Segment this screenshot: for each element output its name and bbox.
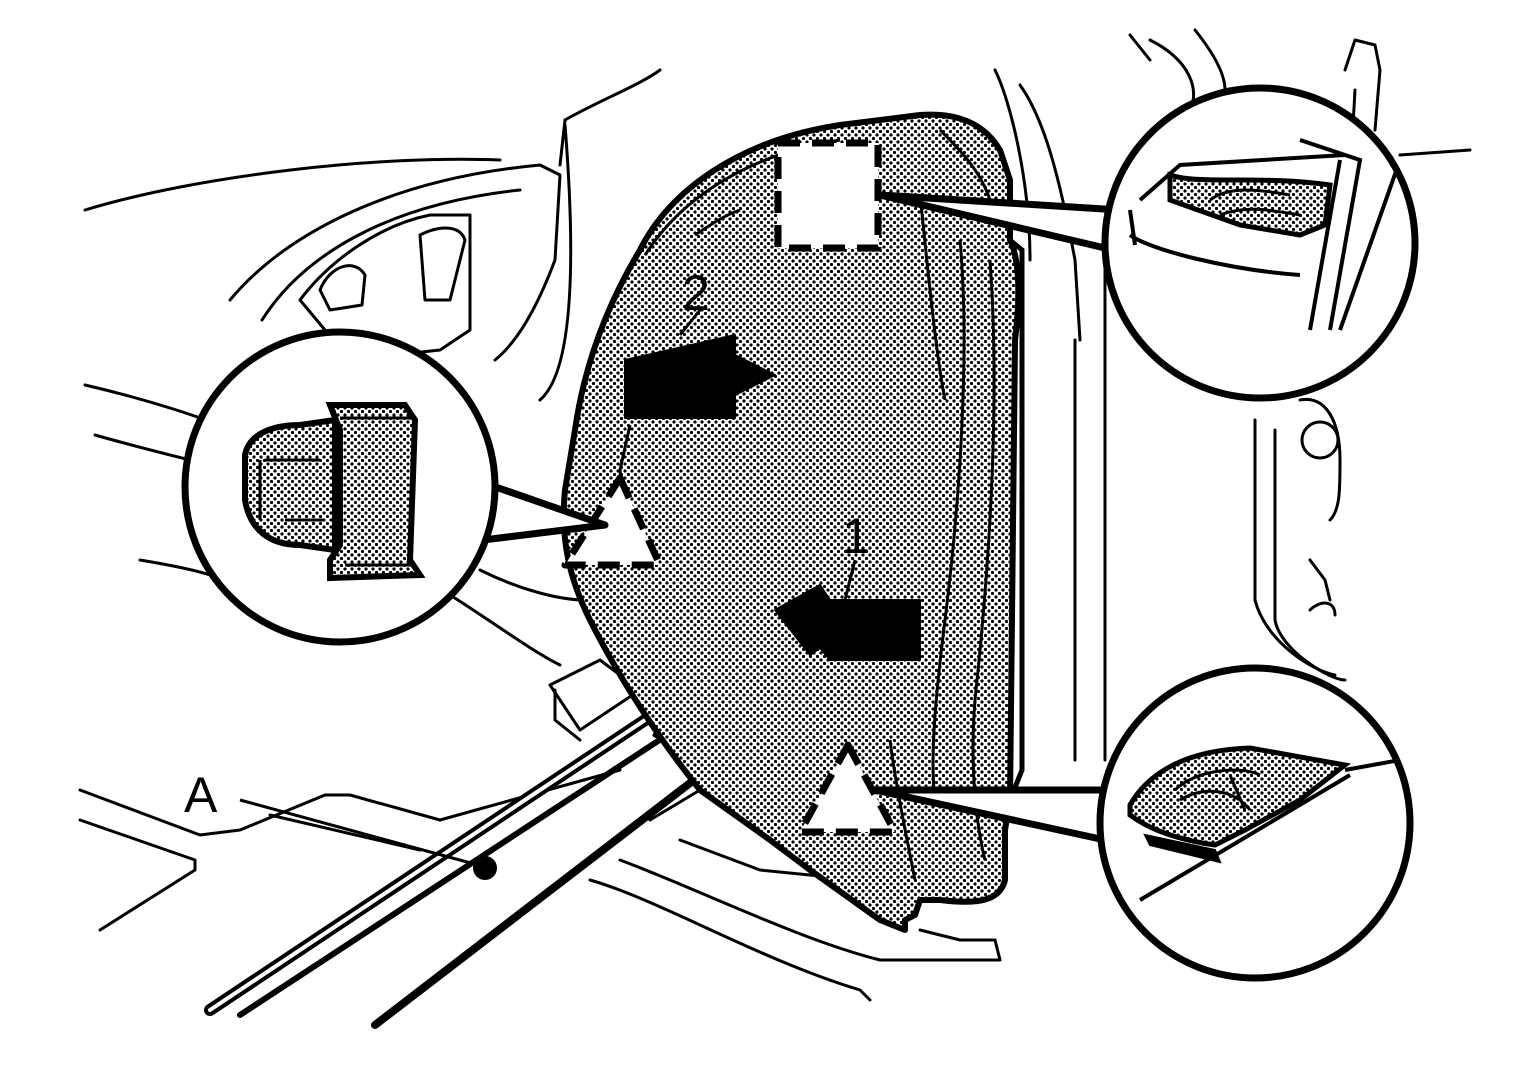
arrow-2: [624, 334, 776, 419]
trim-tool: [204, 704, 724, 1029]
background-linework: [78, 28, 1472, 1002]
direction-arrows: [624, 334, 921, 661]
callout-a-leader: [239, 798, 479, 867]
callout-label-a: A: [184, 767, 218, 823]
callout-1-leader: [843, 559, 857, 601]
detail-hook-magnifier: [1101, 84, 1419, 402]
clip-marker-bottom: [796, 741, 899, 836]
callout-label-1: 1: [842, 508, 870, 564]
callout-2-leader: [678, 309, 702, 336]
detail-lower-clip-magnifier: [1096, 664, 1414, 982]
callout-a-dot: [473, 856, 497, 880]
arrow-1: [774, 584, 921, 661]
detail-clip-magnifier: [181, 328, 499, 646]
hook-marker: [774, 139, 882, 252]
magnifier-connectors: [479, 191, 1124, 844]
callout-label-2: 2: [682, 265, 710, 321]
clip-markers: [561, 139, 899, 836]
